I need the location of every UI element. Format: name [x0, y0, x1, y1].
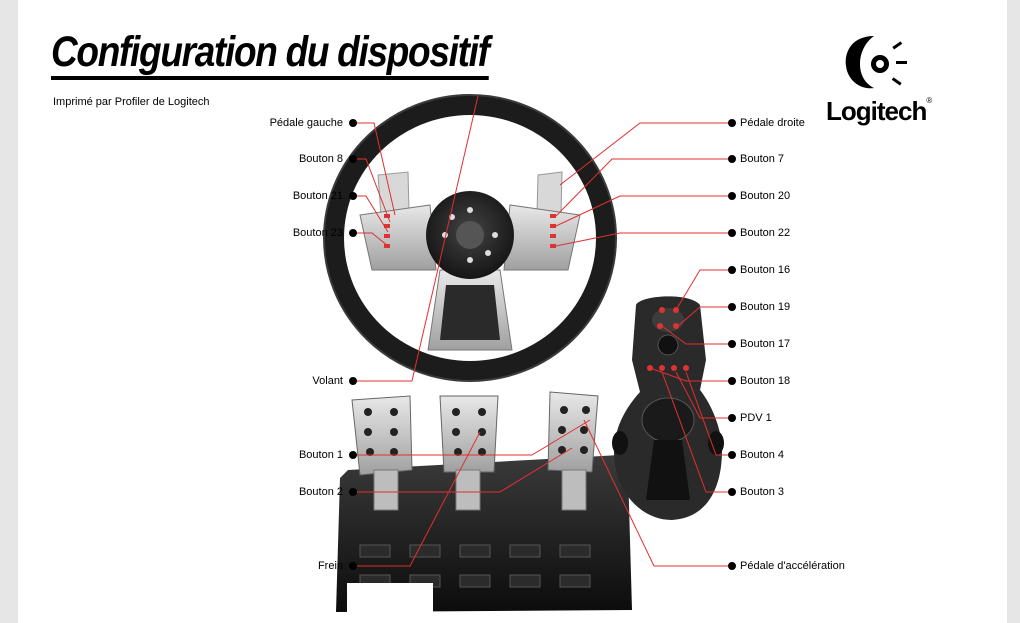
label-bouton-20: Bouton 20	[740, 190, 791, 202]
page-title: Configuration du dispositif	[51, 28, 490, 80]
label-pdv-1: PDV 1	[740, 412, 772, 424]
label-pedale-droite: Pédale droite	[740, 117, 805, 129]
label-bouton-1: Bouton 1	[298, 449, 343, 461]
label-dots-right	[728, 119, 736, 570]
printed-by-caption: Imprimé par Profiler de Logitech	[53, 96, 210, 108]
label-frein: Frein	[317, 560, 343, 572]
label-pedale-gauche: Pédale gauche	[269, 117, 343, 129]
leader-lines-right	[555, 122, 731, 567]
label-bouton-18: Bouton 18	[740, 375, 791, 387]
label-bouton-22: Bouton 22	[740, 227, 791, 239]
label-bouton-8: Bouton 8	[298, 153, 343, 165]
label-pedale-acceleration: Pédale d'accélération	[740, 560, 845, 572]
label-bouton-23: Bouton 23	[292, 227, 343, 239]
label-bouton-4: Bouton 4	[740, 449, 785, 461]
steering-wheel	[323, 94, 617, 382]
label-bouton-3: Bouton 3	[740, 486, 785, 498]
blank-patch	[347, 583, 433, 623]
registered-mark: ®	[926, 96, 932, 105]
logitech-logo	[845, 36, 907, 89]
label-bouton-17: Bouton 17	[740, 338, 791, 350]
label-bouton-2: Bouton 2	[298, 486, 343, 498]
pedal-base	[336, 391, 632, 612]
label-volant: Volant	[312, 375, 343, 387]
label-bouton-19: Bouton 19	[740, 301, 791, 313]
logitech-wordmark: Logitech®	[826, 96, 932, 127]
label-bouton-21: Bouton 21	[292, 190, 343, 202]
label-dots-left	[349, 119, 357, 570]
leader-lines-left	[354, 95, 591, 567]
label-bouton-16: Bouton 16	[740, 264, 791, 276]
brand-name: Logitech	[826, 96, 927, 126]
gear-shifter	[612, 296, 724, 520]
label-bouton-7: Bouton 7	[740, 153, 785, 165]
